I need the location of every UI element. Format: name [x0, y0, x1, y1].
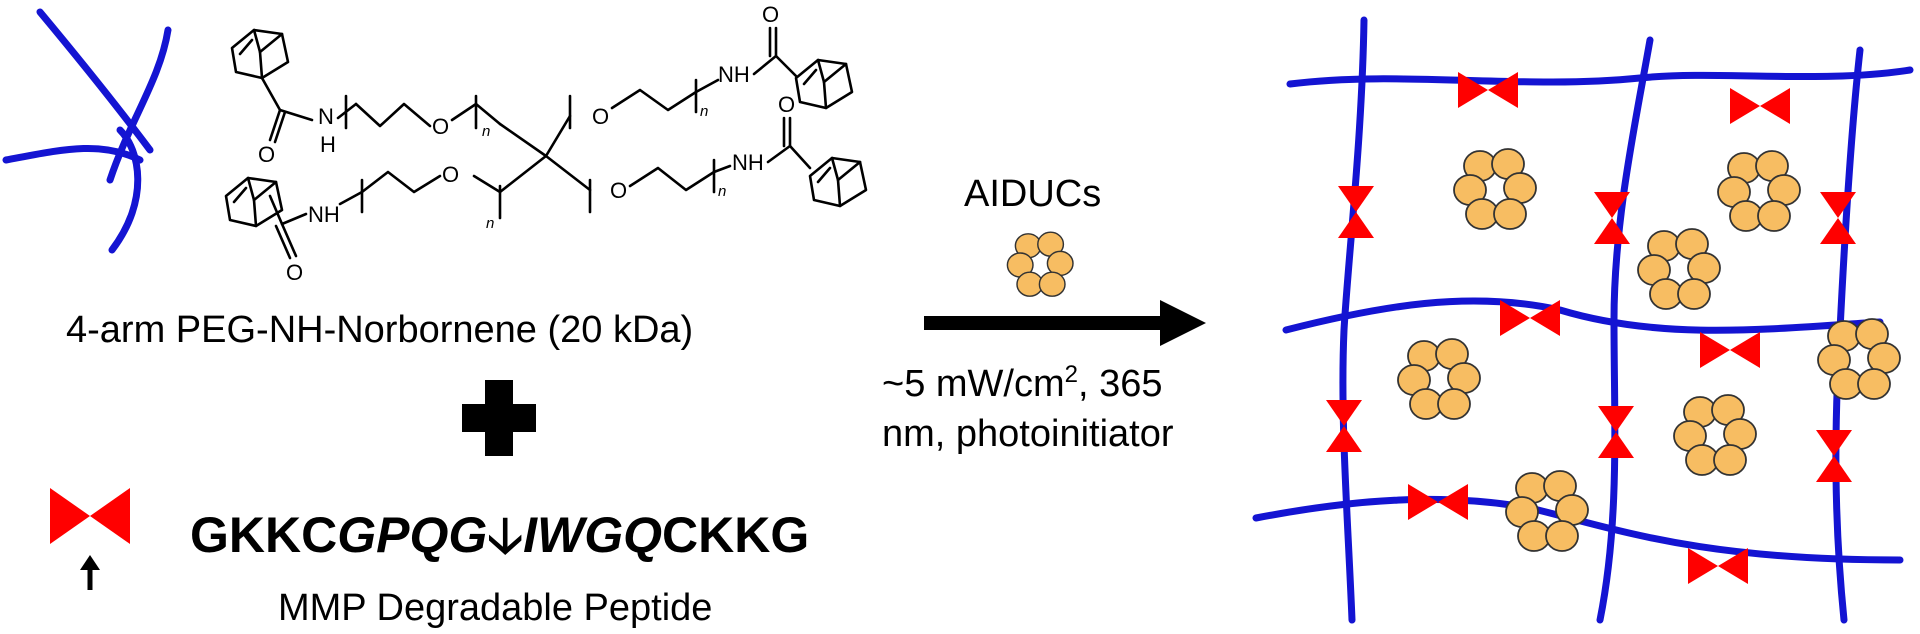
atom-o: O: [442, 162, 459, 187]
atom-o: O: [286, 260, 303, 285]
aiduc-cluster-icon: [1006, 231, 1074, 297]
plus-icon: [462, 380, 536, 456]
crosslinker-bowtie-icon: [50, 488, 130, 544]
condition-line-1: ~5 mW/cm2, 365: [882, 361, 1163, 405]
peg-norbornene-structure: O N H O n O n NH O n O NH: [224, 2, 868, 285]
peptide-label: MMP Degradable Peptide: [278, 587, 712, 629]
hydrogel-network: [1252, 16, 1914, 624]
peptide-sequence: GKKCGPQG🡣IWGQCKKG: [190, 507, 809, 563]
atom-h: H: [320, 132, 336, 157]
repeat-n: n: [482, 123, 490, 140]
atom-nh: NH: [308, 202, 340, 227]
atom-o: O: [610, 178, 627, 203]
atom-nh: NH: [732, 150, 764, 175]
aiduc-clusters: [1397, 148, 1901, 552]
four-arm-star-icon: [2, 8, 172, 254]
cleavage-site-arrow-icon: [80, 555, 100, 590]
atom-o: O: [778, 92, 795, 117]
reaction-arrow: [924, 300, 1206, 346]
reagent-label: AIDUCs: [964, 173, 1101, 215]
atom-o: O: [762, 2, 779, 27]
atom-n: N: [318, 104, 334, 129]
atom-o: O: [258, 142, 275, 167]
atom-nh: NH: [718, 62, 750, 87]
atom-o: O: [592, 104, 609, 129]
polymer-label: 4-arm PEG-NH-Norbornene (20 kDa): [66, 309, 693, 351]
repeat-n: n: [718, 183, 726, 200]
atom-o: O: [432, 114, 449, 139]
repeat-n: n: [486, 215, 494, 232]
repeat-n: n: [700, 103, 708, 120]
condition-line-2: nm, photoinitiator: [882, 413, 1174, 455]
